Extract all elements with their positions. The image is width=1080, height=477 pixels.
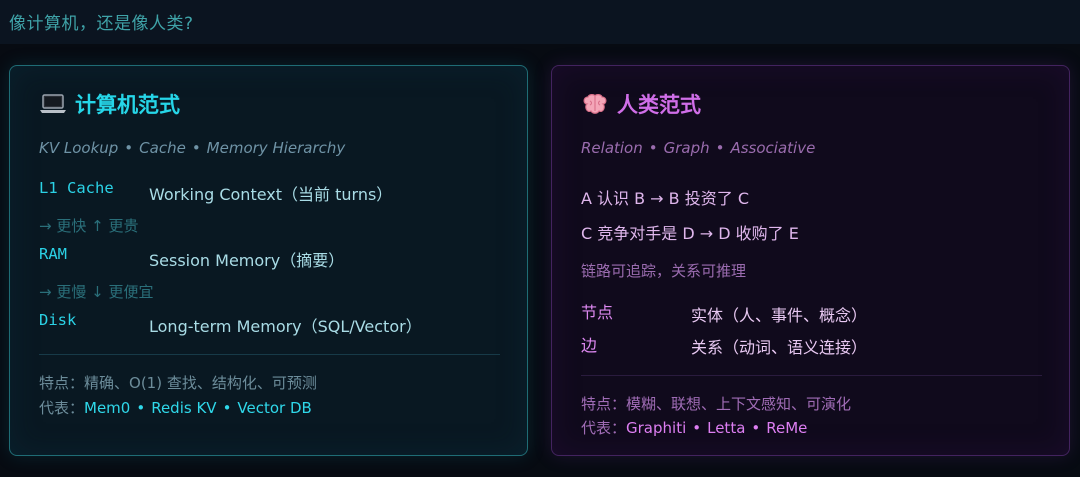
human-features: 特点：模糊、联想、上下文感知、可演化	[581, 393, 851, 414]
hierarchy-note-faster: → 更快 ↑ 更贵	[39, 217, 139, 235]
separator-dot: •	[751, 419, 761, 437]
example-item: Letta	[707, 419, 746, 437]
separator-dot: •	[124, 139, 134, 157]
page-title: 像计算机，还是像人类?	[9, 14, 194, 34]
computer-card-title: 计算机范式	[75, 93, 180, 117]
human-examples: 代表：Graphiti • Letta • ReMe	[581, 417, 807, 438]
graph-value-node: 实体（人、事件、概念）	[691, 306, 868, 325]
human-subtitle-part: Relation	[581, 139, 643, 157]
hierarchy-key-l1: L1 Cache	[39, 179, 114, 197]
example-item: ReMe	[766, 419, 808, 437]
human-paradigm-card: 人类范式 Relation • Graph • Associative A 认识 B →…	[551, 65, 1070, 456]
computer-subtitle-part: Cache	[139, 139, 186, 157]
example-item: Vector DB	[237, 399, 312, 417]
features-label: 特点：	[581, 395, 627, 413]
separator-dot: •	[222, 399, 232, 417]
hierarchy-key-disk: Disk	[39, 311, 77, 329]
human-subtitle: Relation • Graph • Associative	[581, 139, 815, 157]
computer-divider	[39, 354, 500, 355]
graph-value-edge: 关系（动词、语义连接）	[691, 338, 868, 357]
laptop-icon	[39, 92, 67, 116]
hierarchy-value-disk: Long-term Memory（SQL/Vector）	[149, 317, 422, 336]
example-item: Redis KV	[151, 399, 217, 417]
computer-subtitle: KV Lookup • Cache • Memory Hierarchy	[39, 139, 345, 157]
examples-label: 代表：	[39, 399, 85, 417]
computer-features: 特点：精确、O(1) 查找、结构化、可预测	[39, 372, 317, 393]
computer-subtitle-part: Memory Hierarchy	[206, 139, 346, 157]
relation-note: 链路可追踪，关系可推理	[581, 262, 747, 280]
hierarchy-value-ram: Session Memory（摘要）	[149, 251, 345, 270]
brain-icon	[581, 92, 609, 116]
example-item: Graphiti	[626, 419, 687, 437]
relation-chain-1: A 认识 B → B 投资了 C	[581, 189, 749, 208]
separator-dot: •	[648, 139, 658, 157]
header-band	[0, 0, 1080, 44]
examples-label: 代表：	[581, 419, 627, 437]
human-divider	[581, 375, 1042, 376]
separator-dot: •	[191, 139, 201, 157]
example-item: Mem0	[84, 399, 131, 417]
features-label: 特点：	[39, 374, 85, 392]
computer-card-title-row: 计算机范式	[39, 89, 180, 119]
hierarchy-value-l1: Working Context（当前 turns）	[149, 185, 393, 204]
human-card-title-row: 人类范式	[581, 89, 701, 119]
features-text: 精确、O(1) 查找、结构化、可预测	[84, 374, 317, 392]
computer-examples: 代表：Mem0 • Redis KV • Vector DB	[39, 397, 312, 418]
graph-key-edge: 边	[581, 336, 598, 355]
separator-dot: •	[715, 139, 725, 157]
human-subtitle-part: Graph	[663, 139, 710, 157]
separator-dot: •	[136, 399, 146, 417]
human-subtitle-part: Associative	[730, 139, 816, 157]
graph-key-node: 节点	[581, 303, 614, 322]
computer-paradigm-card: 计算机范式 KV Lookup • Cache • Memory Hierarchy L…	[9, 65, 528, 456]
features-text: 模糊、联想、上下文感知、可演化	[626, 395, 852, 413]
hierarchy-note-slower: → 更慢 ↓ 更便宜	[39, 283, 154, 301]
separator-dot: •	[692, 419, 702, 437]
human-card-title: 人类范式	[617, 93, 701, 117]
relation-chain-2: C 竞争对手是 D → D 收购了 E	[581, 224, 799, 243]
computer-subtitle-part: KV Lookup	[39, 139, 119, 157]
hierarchy-key-ram: RAM	[39, 245, 67, 263]
